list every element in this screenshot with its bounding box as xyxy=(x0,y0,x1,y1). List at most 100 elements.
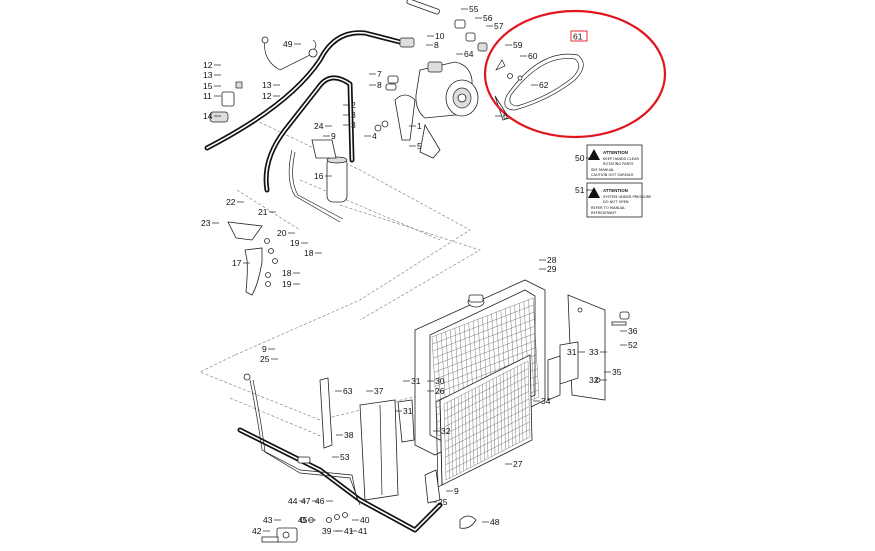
callout-25: 25 xyxy=(260,354,270,364)
refrigerant-hoses xyxy=(204,30,443,533)
core-tube xyxy=(432,311,534,352)
callout-8: 8 xyxy=(377,80,382,90)
ac-compressor xyxy=(394,61,510,159)
callout-18: 18 xyxy=(282,268,292,278)
svg-text:SEE MANUAL: SEE MANUAL xyxy=(591,168,614,172)
core-tube xyxy=(444,398,530,443)
callout-16: 16 xyxy=(314,171,324,181)
warning-label-51-heading: ATTENTION xyxy=(603,188,628,193)
callout-19: 19 xyxy=(282,279,292,289)
callout-31: 31 xyxy=(567,347,577,357)
side-panels xyxy=(319,294,630,504)
core-tube xyxy=(445,436,531,481)
callout-33: 33 xyxy=(589,347,599,357)
callout-48: 48 xyxy=(490,517,500,527)
svg-text:CAUTION HOT SURFACE: CAUTION HOT SURFACE xyxy=(591,173,634,177)
callout-24: 24 xyxy=(314,121,324,131)
svg-text:REFRIGERANT: REFRIGERANT xyxy=(591,211,617,215)
warning-label-50-heading: ATTENTION xyxy=(603,150,628,155)
core-tube xyxy=(445,421,530,465)
callout-43: 43 xyxy=(263,515,273,525)
callout-12: 12 xyxy=(262,91,272,101)
drive-belt xyxy=(495,53,584,111)
callout-6: 6 xyxy=(503,111,508,121)
callout-2: 2 xyxy=(351,100,356,110)
callout-31: 31 xyxy=(411,376,421,386)
callout-53: 53 xyxy=(340,452,350,462)
callout-50: 50 xyxy=(575,153,585,163)
receiver-drier xyxy=(311,139,348,203)
callout-3: 3 xyxy=(351,120,356,130)
callout-8: 8 xyxy=(434,40,439,50)
callout-9: 9 xyxy=(262,344,267,354)
callout-41: 41 xyxy=(358,526,368,536)
core-tube xyxy=(445,429,530,473)
callout-63: 63 xyxy=(343,386,353,396)
callout-35: 35 xyxy=(612,367,622,377)
callout-46: 46 xyxy=(315,496,325,506)
callout-32: 32 xyxy=(589,375,599,385)
core-tube xyxy=(434,347,537,387)
core-tube xyxy=(444,383,529,427)
callout-4: 4 xyxy=(372,131,377,141)
core-tube xyxy=(445,414,530,458)
callout-5: 5 xyxy=(417,141,422,151)
callout-13: 13 xyxy=(262,80,272,90)
callout-1: 1 xyxy=(417,121,422,131)
callout-45: 45 xyxy=(298,515,308,525)
callout-14: 14 xyxy=(203,111,213,121)
callout-62: 62 xyxy=(539,80,549,90)
callout-22: 22 xyxy=(226,197,236,207)
callout-26: 26 xyxy=(435,386,445,396)
callout-40: 40 xyxy=(360,515,370,525)
callout-42: 42 xyxy=(252,526,262,536)
callout-10: 10 xyxy=(435,31,445,41)
core-tube xyxy=(434,333,536,373)
callout-20: 20 xyxy=(277,228,287,238)
core-tube xyxy=(444,376,529,420)
callout-31: 31 xyxy=(403,406,413,416)
callout-21: 21 xyxy=(258,207,268,217)
callout-37: 37 xyxy=(374,386,384,396)
svg-text:ROTATING PARTS: ROTATING PARTS xyxy=(603,162,634,166)
lower-fittings xyxy=(261,456,477,543)
callout-23: 23 xyxy=(201,218,211,228)
callout-56: 56 xyxy=(483,13,493,23)
core-tube xyxy=(443,360,529,405)
callout-9: 9 xyxy=(454,486,459,496)
callout-52: 52 xyxy=(628,340,638,350)
callout-12: 12 xyxy=(203,60,213,70)
callout-11: 11 xyxy=(203,91,212,101)
callout-64: 64 xyxy=(464,49,474,59)
callout-27: 27 xyxy=(513,459,523,469)
boxed-callout-61-text: 61 xyxy=(573,32,583,42)
callout-17: 17 xyxy=(232,258,242,268)
callout-47: 47 xyxy=(301,496,311,506)
callout-49: 49 xyxy=(283,39,293,49)
svg-text:KEEP HANDS CLEAR: KEEP HANDS CLEAR xyxy=(603,157,639,161)
callout-18: 18 xyxy=(304,248,314,258)
boxed-callout-61: 61 xyxy=(570,30,588,42)
svg-text:DO NOT OPEN: DO NOT OPEN xyxy=(603,200,629,204)
core-tube xyxy=(444,368,529,412)
callout-39: 39 xyxy=(322,526,332,536)
condenser xyxy=(435,354,533,488)
callout-32: 32 xyxy=(441,426,451,436)
callout-leaders xyxy=(212,8,627,532)
mounting-brackets xyxy=(227,221,278,381)
callout-13: 13 xyxy=(203,70,213,80)
callout-28: 28 xyxy=(547,255,557,265)
svg-text:REFER TO MANUAL: REFER TO MANUAL xyxy=(591,206,625,210)
callout-34: 34 xyxy=(541,396,551,406)
callout-19: 19 xyxy=(290,238,300,248)
callout-51: 51 xyxy=(575,185,585,195)
callout-29: 29 xyxy=(547,264,557,274)
core-tube xyxy=(445,406,530,450)
callout-25: 25 xyxy=(438,497,448,507)
callout-55: 55 xyxy=(469,4,479,14)
callout-3: 3 xyxy=(351,110,356,120)
callout-59: 59 xyxy=(513,40,523,50)
callout-7: 7 xyxy=(377,69,382,79)
callout-30: 30 xyxy=(435,376,445,386)
